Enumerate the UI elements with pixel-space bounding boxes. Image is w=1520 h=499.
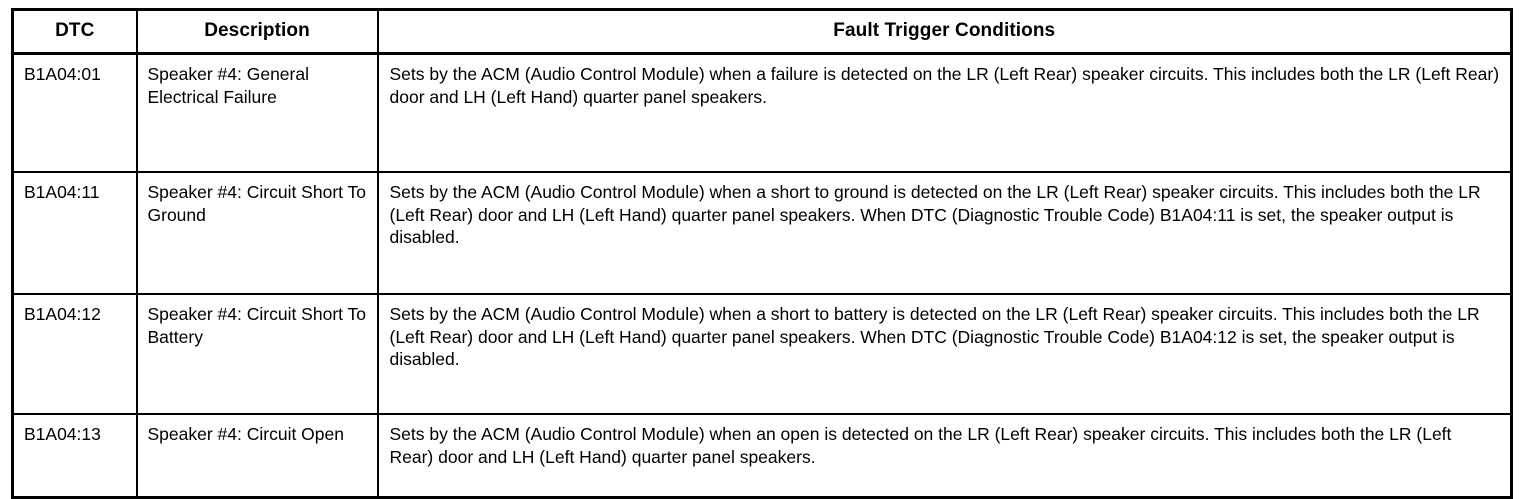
cell-description: Speaker #4: Circuit Short To Battery [136, 292, 379, 414]
table-row: B1A04:12 Speaker #4: Circuit Short To Ba… [12, 292, 1512, 414]
table-row: B1A04:13 Speaker #4: Circuit Open Sets b… [12, 412, 1512, 498]
table-row: B1A04:11 Speaker #4: Circuit Short To Gr… [12, 170, 1512, 294]
cell-description: Speaker #4: Circuit Open [136, 412, 379, 498]
cell-fault-trigger-conditions: Sets by the ACM (Audio Control Module) w… [389, 63, 1500, 107]
column-header-fault-trigger-conditions: Fault Trigger Conditions [377, 9, 1512, 55]
cell-dtc-code: B1A04:01 [12, 53, 138, 172]
cell-fault-trigger-conditions: Sets by the ACM (Audio Control Module) w… [377, 170, 1512, 294]
table-row: B1A04:01 Speaker #4: General Electrical … [12, 53, 1512, 172]
cell-dtc-code: B1A04:13 [12, 412, 138, 498]
dtc-fault-table: DTC Description Fault Trigger Conditions… [11, 8, 1513, 499]
cell-description: Speaker #4: Circuit Short To Ground [136, 170, 379, 294]
table-header: DTC Description Fault Trigger Conditions [12, 9, 1512, 55]
cell-description: Speaker #4: General Electrical Failure [136, 53, 379, 172]
table-header-row: DTC Description Fault Trigger Conditions [12, 9, 1512, 55]
cell-dtc-code: B1A04:11 [12, 170, 138, 294]
document-page: DTC Description Fault Trigger Conditions… [11, 8, 1513, 499]
cell-fault-trigger-conditions: Sets by the ACM (Audio Control Module) w… [377, 412, 1512, 498]
column-header-dtc: DTC [12, 9, 138, 55]
cell-dtc-code: B1A04:12 [12, 292, 138, 414]
column-header-description: Description [136, 9, 379, 55]
cell-fault-trigger-conditions: Sets by the ACM (Audio Control Module) w… [377, 292, 1512, 414]
table-body: B1A04:01 Speaker #4: General Electrical … [12, 53, 1512, 498]
